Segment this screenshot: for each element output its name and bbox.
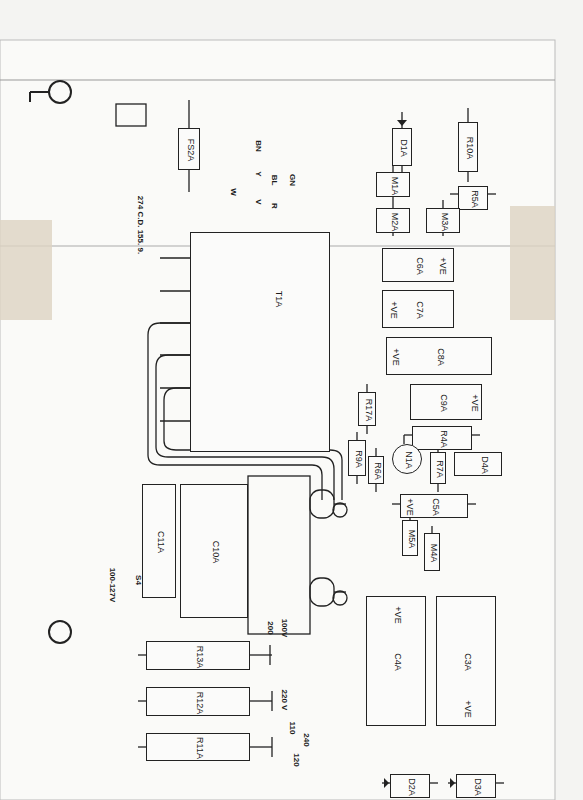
part-name: M3A <box>440 212 449 231</box>
polarity-mark: +VE <box>438 257 447 274</box>
mark <box>30 91 49 93</box>
capacitor-body <box>248 476 347 634</box>
part-name: D2A <box>407 778 416 796</box>
mark <box>29 92 31 102</box>
component-outline: C11A <box>142 484 176 598</box>
component-outline: R4A <box>412 426 472 450</box>
board-label: 200 <box>266 621 274 634</box>
component-outline: R7A <box>430 452 446 484</box>
board-label: 120 <box>292 753 300 766</box>
component-outline: M1A <box>376 172 410 197</box>
pad-outline <box>116 104 146 126</box>
part-name: R10A <box>465 137 474 160</box>
part-name: C5A <box>431 498 440 516</box>
part-name: C9A <box>439 394 448 412</box>
part-name: R13A <box>195 645 204 668</box>
board-label: 100V <box>280 619 288 638</box>
board-label: W <box>229 188 237 196</box>
polarity-mark: +VE <box>389 301 398 318</box>
leads <box>138 100 504 783</box>
component-outline: M5A <box>402 520 418 556</box>
component-outline: M2A <box>376 208 410 233</box>
component-outline: D4A <box>454 452 502 476</box>
component-outline: D2A <box>390 774 430 798</box>
component-outline: C6A +VE <box>382 248 454 282</box>
part-name: D3A <box>473 778 482 796</box>
board-label: S4 <box>134 575 142 585</box>
part-name: R17A <box>364 399 373 422</box>
part-name: C10A <box>211 541 220 564</box>
part-name: C8A <box>436 348 445 366</box>
board-label: 100-127V <box>108 568 116 603</box>
component-outline: R13A <box>146 641 250 670</box>
ic-outline: N1A <box>392 444 422 474</box>
component-outline: R10A <box>458 122 478 172</box>
part-name: T1A <box>273 291 282 308</box>
tape <box>0 220 52 320</box>
part-name: D1A <box>399 139 408 157</box>
polarity-mark: +VE <box>391 348 400 365</box>
polarity-mark: +VE <box>393 607 402 624</box>
part-name: C11A <box>156 531 165 553</box>
part-name: C3A <box>463 653 472 671</box>
board-label: 274 C.D. 155. 9. <box>136 196 144 254</box>
component-outline: C5A +VE <box>400 494 468 518</box>
component-outline: R12A <box>146 687 250 716</box>
part-name: N1A <box>404 451 413 469</box>
punch-hole <box>49 621 71 643</box>
board-label: R <box>270 203 278 209</box>
component-outline: R5A <box>458 186 488 210</box>
part-name: R11A <box>195 737 204 759</box>
part-name: C6A <box>415 257 424 275</box>
component-outline: C8A +VE <box>386 337 492 375</box>
part-name: M4A <box>429 544 438 563</box>
part-name: R6A <box>373 462 382 480</box>
part-name: R9A <box>354 450 363 468</box>
board-label: BL <box>270 175 278 186</box>
board-label: BN <box>254 140 262 152</box>
component-outline: R17A <box>358 392 376 426</box>
component-outline: C3A +VE <box>436 596 496 726</box>
part-name: C4A <box>393 653 402 671</box>
board-label: V <box>254 199 262 204</box>
component-outline: C4A +VE <box>366 596 426 726</box>
part-name: M5A <box>407 530 416 549</box>
part-name: M1A <box>390 176 399 195</box>
polarity-mark: +VE <box>469 394 478 411</box>
part-name: FS2A <box>186 139 195 162</box>
component-outline: C10A <box>180 484 248 618</box>
board-label: 110 <box>288 722 296 735</box>
polarity-mark: +VE <box>405 498 414 515</box>
board-label: 220 V <box>280 690 288 711</box>
part-name: R7A <box>435 460 444 478</box>
component-outline: D1A <box>392 128 412 166</box>
polarity-mark: +VE <box>463 700 472 717</box>
component-outline: R6A <box>368 456 384 484</box>
part-name: D4A <box>479 456 488 474</box>
part-name: R4A <box>439 430 448 448</box>
component-outline: D3A <box>456 774 496 798</box>
part-name: M2A <box>390 212 399 231</box>
component-outline: FS2A <box>178 128 200 170</box>
component-outline: M3A <box>426 208 460 233</box>
component-outline: T1A <box>190 232 330 452</box>
part-name: R12A <box>195 691 204 714</box>
part-name: R5A <box>470 190 479 208</box>
board-label: Y <box>254 171 262 176</box>
component-outline: C9A +VE <box>410 384 482 420</box>
component-outline: M4A <box>424 533 440 571</box>
component-outline: R11A <box>146 733 250 761</box>
part-name: C7A <box>415 301 424 319</box>
sheet <box>0 40 555 800</box>
board-label: GN <box>288 174 296 186</box>
component-outline: R9A <box>348 440 366 476</box>
tape <box>510 206 555 320</box>
component-outline: C7A +VE <box>382 290 454 328</box>
board-label: 240 <box>302 733 310 746</box>
fold-line <box>0 80 555 81</box>
punch-hole <box>49 81 71 103</box>
